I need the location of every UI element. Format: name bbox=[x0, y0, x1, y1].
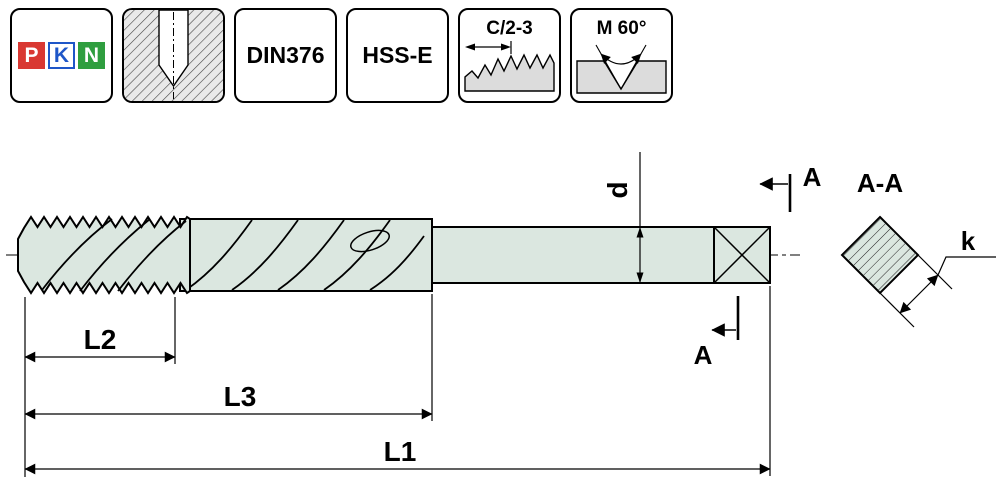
flute-spirals bbox=[185, 219, 425, 291]
dimension-l1: L1 bbox=[24, 286, 771, 476]
thread-spirals bbox=[41, 218, 187, 292]
dim-k-label: k bbox=[961, 226, 976, 256]
dimension-l2: L2 bbox=[24, 297, 176, 364]
thread-section bbox=[17, 215, 191, 295]
logo-letter-k: K bbox=[48, 42, 75, 69]
dim-l3-label: L3 bbox=[224, 381, 257, 412]
tap-side-view bbox=[17, 215, 771, 295]
standard-badge: DIN376 bbox=[234, 8, 337, 103]
brand-logo: P K N bbox=[10, 8, 113, 103]
blind-hole-badge bbox=[122, 8, 225, 103]
logo-letter-n: N bbox=[78, 42, 105, 69]
thread-profile-60deg-icon bbox=[576, 44, 667, 94]
thread-profile-badge: M 60° bbox=[570, 8, 673, 103]
dim-l2-label: L2 bbox=[84, 324, 117, 355]
thread-angle-label: M 60° bbox=[596, 17, 647, 39]
blind-hole-icon bbox=[124, 10, 223, 101]
shank bbox=[431, 226, 715, 284]
logo-letter-p: P bbox=[18, 42, 45, 69]
square-drive-end bbox=[713, 226, 771, 284]
standard-label: DIN376 bbox=[246, 42, 325, 68]
material-label: HSS-E bbox=[362, 42, 433, 68]
section-view-label: A-A bbox=[857, 168, 903, 198]
chamfer-label: C/2-3 bbox=[486, 17, 533, 39]
section-label-top: A bbox=[803, 162, 822, 192]
dim-l1-label: L1 bbox=[384, 436, 417, 467]
chamfer-badge: C/2-3 bbox=[458, 8, 561, 103]
dimension-d: d bbox=[602, 152, 644, 283]
flute-section bbox=[179, 218, 433, 292]
logo-letters: P K N bbox=[18, 42, 105, 69]
badge-row: P K N DIN376 HSS-E bbox=[10, 8, 673, 103]
dimension-k: k bbox=[879, 226, 996, 328]
material-badge: HSS-E bbox=[346, 8, 449, 103]
section-cut-marks: A A bbox=[694, 162, 822, 370]
section-view-a-a: A-A k bbox=[840, 168, 996, 328]
dimension-l3: L3 bbox=[24, 294, 433, 421]
section-label-bottom: A bbox=[694, 340, 713, 370]
dim-d-label: d bbox=[602, 181, 633, 198]
chamfer-length-icon bbox=[464, 40, 555, 92]
